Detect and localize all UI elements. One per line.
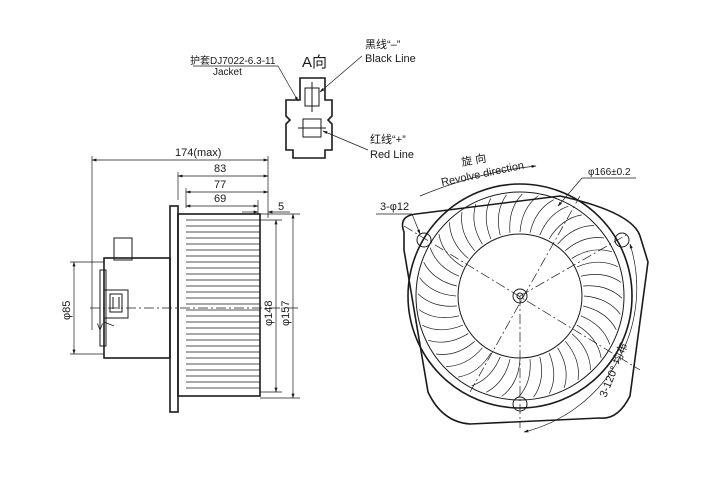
front-fan-blade — [509, 193, 523, 233]
front-fan-blade — [461, 212, 475, 251]
red-line-leader — [322, 130, 369, 151]
centerline-b — [469, 195, 581, 393]
front-fan-blade — [458, 352, 492, 378]
front-fan-blade — [436, 341, 475, 355]
front-fan-blade — [418, 309, 460, 318]
dim-dia166-label: φ166±0.2 — [588, 167, 631, 178]
front-fan-blade — [548, 214, 582, 240]
dim-77-label: 77 — [214, 179, 226, 191]
front-fan-blade — [438, 234, 464, 268]
spacing-arc — [523, 243, 638, 433]
front-fan-blade — [422, 324, 464, 331]
front-fan-blade — [498, 194, 507, 236]
front-fan-blade — [519, 195, 539, 233]
red-line-label-en: Red Line — [370, 149, 414, 161]
mounting-flange — [169, 205, 179, 413]
terminal-plug — [109, 293, 123, 313]
front-fan-blade — [565, 341, 579, 380]
front-fan-blade — [449, 222, 469, 259]
front-fan-blade — [427, 333, 469, 343]
front-fan-blade — [557, 347, 567, 389]
dim-83-label: 83 — [214, 163, 226, 175]
dim-spacing-label: 3-120° 均布 — [597, 341, 631, 399]
front-fan-blade — [571, 249, 613, 259]
dim-holes-label: 3-φ12 — [380, 201, 409, 213]
view-marker-v: V — [97, 322, 103, 332]
front-fan-blade — [529, 199, 554, 233]
front-fan-blade — [417, 293, 457, 307]
fan-blades — [186, 219, 260, 389]
front-fan-blade — [583, 305, 617, 330]
front-fan-blade — [485, 198, 492, 240]
dim-dia157-label: φ157 — [280, 301, 292, 327]
front-fan-blade — [471, 356, 501, 387]
black-line-label-cn: 黑线“–” — [365, 37, 401, 51]
fan-wheel — [177, 213, 261, 397]
view-a-title: A向 — [302, 54, 327, 71]
mount-hole-left — [416, 232, 432, 248]
view-arrow — [103, 321, 115, 327]
jacket-label-cn: 护套DJ7022-6.3-11 — [190, 54, 276, 67]
jacket-label-en: Jacket — [213, 67, 242, 78]
front-fan-blade — [419, 277, 457, 297]
front-fan-blade — [501, 359, 521, 397]
front-fan-blade — [576, 261, 618, 268]
black-line-leader — [319, 55, 363, 93]
front-fan-blade — [576, 324, 602, 358]
holes-leader — [411, 213, 421, 235]
dim-69-label: 69 — [214, 193, 226, 205]
mounting-plate — [401, 195, 649, 425]
black-line-label-en: Black Line — [365, 53, 416, 65]
front-fan-blade — [486, 359, 511, 393]
front-fan-blade — [423, 262, 457, 287]
side-view: 174(max) 83 77 69 5 V φ85 — [61, 147, 300, 413]
front-fan-blade — [571, 333, 591, 370]
red-line-label-cn: 红线“+” — [370, 132, 406, 146]
front-fan-blade — [580, 274, 622, 283]
dim-5-label: 5 — [278, 201, 284, 213]
front-fan-blade — [580, 315, 611, 345]
front-fan-blade — [446, 347, 483, 367]
front-fan-blade — [557, 225, 594, 245]
dim-dia148-label: φ148 — [263, 301, 275, 327]
front-fan-blade — [539, 205, 569, 236]
front-fan-blade — [583, 295, 621, 315]
connector-housing — [285, 77, 333, 159]
centerline-d — [519, 233, 629, 297]
rotation-arc — [419, 164, 537, 197]
terminal-box — [103, 289, 129, 319]
front-fan-blade — [548, 352, 555, 394]
front-fan-blade — [473, 203, 483, 245]
front-fan-blade — [533, 356, 542, 398]
rotation-label-cn: 旋 向 — [460, 151, 487, 169]
front-fan-blade — [565, 237, 604, 251]
dia166-leader — [557, 177, 583, 207]
dim-overall-label: 174(max) — [175, 147, 221, 159]
jacket-leader — [277, 65, 299, 102]
connector-view: A向 护套DJ7022-6.3-11 Jacket 黑线“–” Black Li… — [190, 37, 416, 161]
shaft-housing — [113, 237, 133, 261]
front-view: 旋 向 Revolve direction φ166±0.2 3-φ12 3-1… — [376, 151, 649, 433]
dim-dia85-label: φ85 — [61, 301, 73, 320]
front-fan-blade — [429, 247, 460, 277]
